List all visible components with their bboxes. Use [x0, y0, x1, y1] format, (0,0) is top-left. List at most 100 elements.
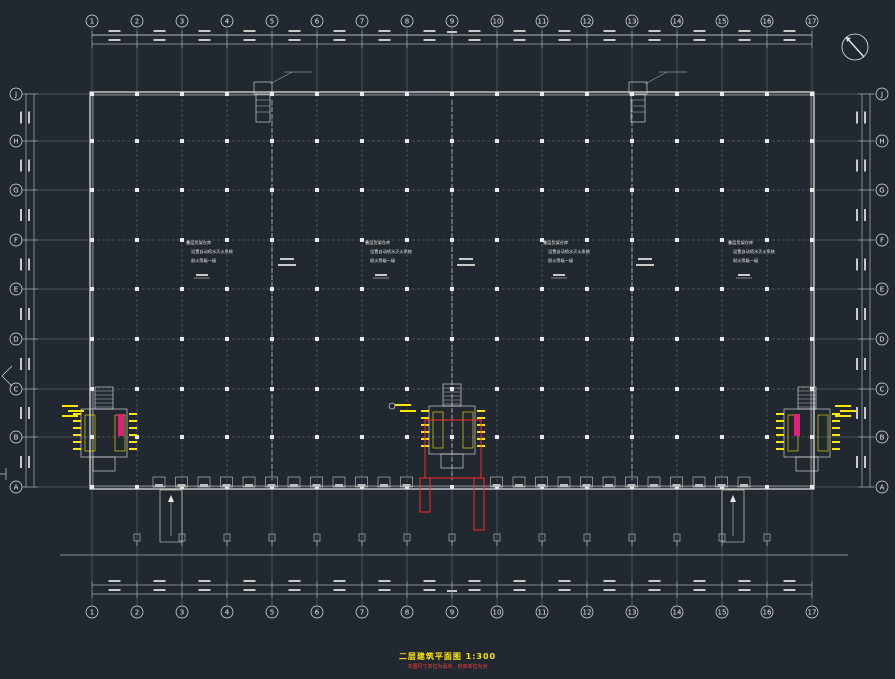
- yellow-label-mark: [73, 448, 81, 450]
- grid-bubble-label: 16: [763, 609, 772, 617]
- structural-column: [810, 287, 814, 291]
- dock-leveler: [605, 484, 613, 487]
- dimension-text-mark: [648, 39, 661, 41]
- dimension-text-mark: [378, 589, 391, 591]
- structural-column: [495, 92, 499, 96]
- structural-column: [225, 139, 229, 143]
- grid-bubble-circle: [580, 14, 594, 28]
- structural-column: [675, 188, 679, 192]
- dimension-text-mark: [243, 580, 256, 582]
- grid-bubble-top: 15: [715, 14, 729, 28]
- dimension-text-mark: [423, 589, 436, 591]
- room-note-text: 叠层货架仓库: [186, 239, 211, 246]
- grid-bubble-label: D: [13, 336, 18, 344]
- grid-bubble-circle: [490, 14, 504, 28]
- stair-core-body: [255, 93, 271, 123]
- dock-leveler: [627, 484, 636, 487]
- dimension-text-mark: [20, 159, 22, 172]
- structural-column: [405, 238, 409, 242]
- yellow-label-mark: [400, 410, 416, 412]
- dock-leveler: [222, 484, 231, 487]
- structural-column: [495, 435, 499, 439]
- structural-column: [135, 287, 139, 291]
- structural-column: [675, 238, 679, 242]
- dock-leveler: [357, 484, 366, 487]
- structural-column: [495, 287, 499, 291]
- dimension-text-mark: [864, 308, 866, 320]
- dimension-text-mark: [648, 580, 661, 582]
- grid-bubble-right: H: [875, 134, 889, 148]
- grid-bubble-label: A: [880, 484, 885, 492]
- structural-column: [450, 139, 454, 143]
- grid-bubble-label: 9: [450, 18, 454, 26]
- grid-bubble-label: 7: [360, 609, 364, 617]
- dimension-text-mark: [603, 589, 616, 591]
- structural-column: [765, 485, 769, 489]
- dimension-text-mark: [468, 589, 481, 591]
- stair-landing: [795, 456, 819, 472]
- yellow-label-mark: [835, 405, 851, 407]
- grid-bubble-label: A: [14, 484, 19, 492]
- dimension-text-mark: [28, 159, 30, 172]
- structural-column: [540, 287, 544, 291]
- structural-column: [180, 238, 184, 242]
- structural-column: [225, 337, 229, 341]
- dimension-text-mark: [20, 308, 22, 320]
- structural-column: [90, 485, 94, 489]
- grid-bubble-left: C: [9, 382, 23, 396]
- grid-bubble-circle: [310, 14, 324, 28]
- structural-column: [360, 387, 364, 391]
- dimension-text-mark: [738, 30, 751, 32]
- structural-column: [135, 238, 139, 242]
- yellow-label-mark: [421, 410, 429, 412]
- dimension-text-mark: [333, 580, 346, 582]
- yellow-label-mark: [832, 427, 840, 429]
- structural-column: [315, 238, 319, 242]
- structural-column: [135, 337, 139, 341]
- ramp-outline: [721, 489, 745, 543]
- grid-bubble-circle: [400, 14, 414, 28]
- structural-column: [90, 387, 94, 391]
- structural-column: [315, 435, 319, 439]
- dimension-text-mark: [20, 456, 22, 468]
- room-note-text: 设置自动喷水灭火系统: [191, 248, 233, 255]
- dimension-text-mark: [468, 580, 481, 582]
- dimension-text-mark: [333, 39, 346, 41]
- yellow-label-mark: [129, 448, 137, 450]
- structural-column: [450, 92, 454, 96]
- structural-column: [360, 139, 364, 143]
- structural-column: [630, 188, 634, 192]
- grid-bubble-label: 4: [225, 18, 230, 26]
- yellow-label-mark: [73, 434, 81, 436]
- structural-column: [405, 188, 409, 192]
- structural-column: [495, 337, 499, 341]
- dimension-text-mark: [783, 39, 796, 41]
- grid-bubble-label: F: [880, 237, 884, 245]
- room-note-text: 设置自动喷水灭火系统: [370, 248, 412, 255]
- structural-column: [270, 139, 274, 143]
- dimension-text-mark: [513, 589, 526, 591]
- structural-column: [540, 435, 544, 439]
- yellow-label-mark: [395, 404, 411, 406]
- grid-bubble-label: E: [14, 286, 18, 294]
- structural-column: [315, 387, 319, 391]
- grid-bubble-label: 3: [180, 18, 184, 26]
- dock-leveler: [402, 484, 411, 487]
- structural-column: [765, 92, 769, 96]
- magenta-marker: [118, 414, 124, 436]
- structural-column: [180, 287, 184, 291]
- dimension-text-mark: [856, 159, 858, 172]
- stair-core-lower: [783, 408, 831, 458]
- dock-leveler: [695, 484, 703, 487]
- structural-column: [810, 188, 814, 192]
- dimension-text-mark: [20, 358, 22, 370]
- dimension-text-mark: [20, 209, 22, 221]
- dimension-text-mark: [738, 589, 751, 591]
- dock-leveler: [672, 484, 681, 487]
- dimension-text-mark: [288, 39, 301, 41]
- structural-column: [450, 485, 454, 489]
- dimension-text-mark: [378, 580, 391, 582]
- structural-column: [180, 139, 184, 143]
- structural-column: [135, 188, 139, 192]
